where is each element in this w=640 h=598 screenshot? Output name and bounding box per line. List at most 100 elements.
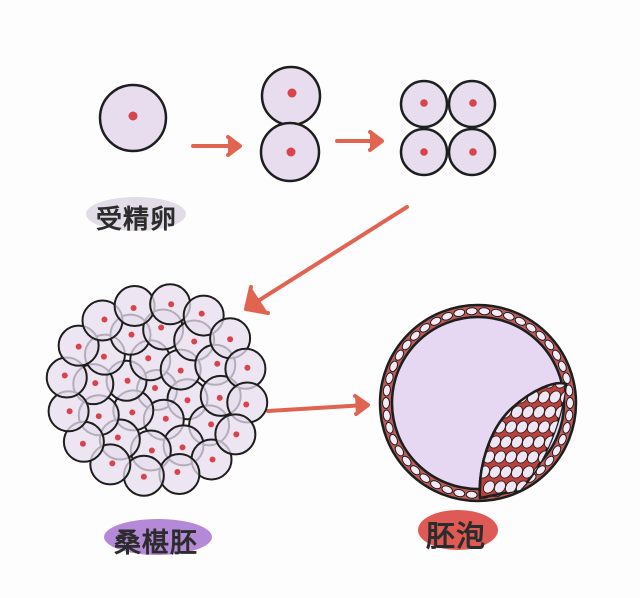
morula-cell-nucleus (168, 301, 175, 308)
trophoblast-cell (525, 323, 537, 333)
inner-mass-cell (516, 420, 528, 434)
inner-mass-cell (522, 465, 534, 479)
trophoblast-cell (453, 308, 466, 318)
blastocyst-label-bg (418, 510, 498, 550)
trophoblast-cell (441, 485, 454, 494)
inner-mass-cell (527, 450, 539, 464)
morula-cell-nucleus (61, 372, 68, 379)
morula-cell-nucleus (214, 360, 221, 367)
inner-mass-cell (483, 480, 495, 494)
inner-mass-cell (560, 480, 566, 494)
trophoblast-cell (430, 316, 442, 326)
inner-mass-cell (505, 450, 517, 464)
blastocyst-label: 胚泡 (426, 519, 487, 553)
morula-cell-nucleus (184, 397, 191, 404)
inner-mass-cell (500, 435, 512, 449)
morula-cell-nucleus (244, 364, 251, 371)
trophoblast-cell (382, 397, 390, 409)
inner-mass-cell (522, 435, 534, 449)
trophoblast-cell (410, 465, 421, 476)
morula-cell-nucleus (227, 336, 234, 343)
trophoblast-cell (557, 433, 567, 446)
trophoblast-cell (401, 455, 412, 467)
trophoblast-cell (382, 409, 391, 422)
blastocyst (378, 303, 578, 503)
trophoblast-cell (419, 473, 431, 483)
morula-cell-nucleus (198, 310, 205, 317)
morula-cell-nucleus (177, 367, 184, 374)
inner-mass-cell (560, 390, 566, 404)
morula-cell-nucleus (109, 460, 116, 467)
morula-cluster (45, 283, 269, 497)
trophoblast-cell (453, 488, 466, 498)
morula-cell-nucleus (191, 338, 198, 345)
inner-mass-cell (527, 420, 539, 434)
inner-mass-cell (505, 420, 517, 434)
trophoblast-cell (478, 307, 491, 316)
inner-mass-cell (538, 420, 550, 434)
trophoblast-cell (551, 349, 562, 361)
trophoblast-cell (566, 397, 574, 409)
zygote-label-bg (86, 197, 186, 231)
morula-label: 桑椹胚 (114, 528, 198, 559)
trophoblast-cell (389, 433, 399, 446)
trophoblast-cell (385, 421, 394, 434)
morula-cell-nucleus (124, 377, 131, 384)
morula-cell-nucleus (75, 343, 82, 350)
inner-mass-cell (511, 465, 523, 479)
trophoblast-cells (382, 307, 574, 499)
morula-cell-nucleus (148, 447, 155, 454)
morula-cell-nucleus (101, 316, 108, 323)
trophoblast-cell (535, 330, 546, 341)
morula-cell-nucleus (145, 355, 152, 362)
trophoblast-cell (401, 339, 412, 351)
inner-mass-cell (494, 450, 506, 464)
trophoblast-cell (441, 312, 454, 321)
morula-cell-nucleus (140, 473, 147, 480)
trophoblast-cell (502, 312, 515, 321)
trophoblast-cell (565, 409, 574, 422)
inner-mass-cell (538, 390, 550, 404)
inner-mass-cell (549, 390, 561, 404)
inner-mass-cell (549, 480, 561, 494)
morula-cell-nucleus (114, 434, 121, 441)
trophoblast-cell (385, 372, 394, 385)
arrow-two-cell-to-four-cell (335, 130, 384, 152)
morula-cell-nucleus (216, 394, 223, 401)
morula-cell-nucleus (152, 385, 158, 391)
inner-mass-cell (555, 465, 566, 479)
inner-cell-mass-outline (478, 381, 567, 499)
trophoblast-cell (557, 360, 567, 373)
arrow-zygote-to-two-cell (191, 135, 242, 157)
inner-mass-cell (489, 465, 501, 479)
zygote-label: 受精卵 (96, 205, 178, 235)
trophoblast-cell (551, 445, 562, 457)
morula-cell-nucleus (66, 408, 73, 415)
inner-mass-cell (505, 480, 517, 494)
trophoblast-cell (490, 308, 503, 318)
morula-cell-nucleus (92, 380, 99, 387)
four-cell-stage (399, 79, 497, 177)
inner-mass-cell (544, 405, 556, 419)
morula-cell-nucleus (233, 431, 240, 438)
trophoblast-cell (562, 372, 571, 385)
inner-mass-cell (511, 405, 523, 419)
arrow-morula-to-blastocyst (266, 394, 370, 416)
zygote-cell (98, 83, 168, 153)
morula-cell-nucleus (208, 421, 215, 428)
label-backgrounds (86, 197, 498, 555)
trophoblast-cell (544, 455, 555, 467)
trophoblast-cell (562, 421, 571, 434)
inner-mass-cell (533, 435, 545, 449)
trophoblast-cell (394, 445, 405, 457)
inner-mass-cell (522, 405, 534, 419)
morula-cell-nucleus (129, 409, 136, 416)
morula-cell-nucleus (209, 456, 216, 463)
inner-mass-cell (500, 465, 512, 479)
trophoblast-cell (465, 490, 478, 499)
morula-cell-nucleus (130, 305, 137, 312)
trophoblast-cell (465, 307, 478, 316)
trophoblast-cell (419, 323, 431, 333)
